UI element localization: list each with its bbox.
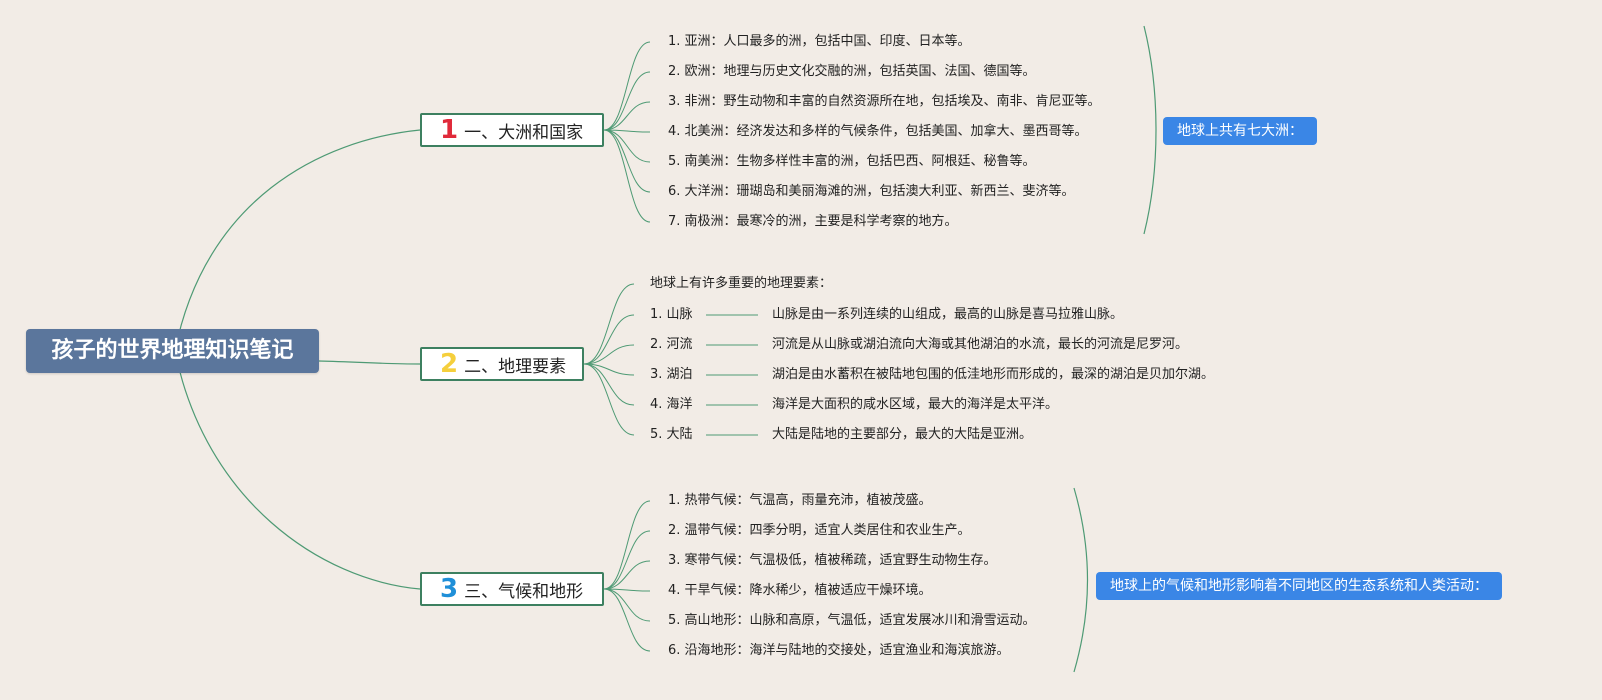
geo-element-name[interactable]: 1. 山脉 xyxy=(650,307,693,322)
geo-element-desc[interactable]: 海洋是大面积的咸水区域，最大的海洋是太平洋。 xyxy=(772,397,1059,412)
connector-line xyxy=(174,350,421,590)
connector-line xyxy=(603,530,651,590)
connector-line xyxy=(583,344,635,365)
continent-item[interactable]: 5. 南美洲：生物多样性丰富的洲，包括巴西、阿根廷、秘鲁等。 xyxy=(668,154,1036,169)
connector-line xyxy=(1143,25,1157,235)
geo-element-desc[interactable]: 湖泊是由水蓄积在被陆地包围的低洼地形而形成的，最深的湖泊是贝加尔湖。 xyxy=(772,367,1215,382)
connector-line xyxy=(583,363,635,406)
connector-line xyxy=(583,363,635,436)
continent-item[interactable]: 3. 非洲：野生动物和丰富的自然资源所在地，包括埃及、南非、肯尼亚等。 xyxy=(668,94,1101,109)
continent-item[interactable]: 7. 南极洲：最寒冷的洲，主要是科学考察的地方。 xyxy=(668,214,958,229)
continent-item[interactable]: 1. 亚洲：人口最多的洲，包括中国、印度、日本等。 xyxy=(668,34,971,49)
connector-line xyxy=(583,314,635,365)
branch-climate-terrain[interactable]: 3 三、气候和地形 xyxy=(420,572,604,606)
connector-line xyxy=(603,500,651,590)
connector-line xyxy=(603,101,651,131)
summary-climate[interactable]: 地球上的气候和地形影响着不同地区的生态系统和人类活动： xyxy=(1096,572,1502,600)
continent-item[interactable]: 6. 大洋洲：珊瑚岛和美丽海滩的洲，包括澳大利亚、新西兰、斐济等。 xyxy=(668,184,1075,199)
branch-label: 二、地理要素 xyxy=(464,356,567,377)
climate-item[interactable]: 1. 热带气候：气温高，雨量充沛，植被茂盛。 xyxy=(668,493,932,508)
climate-item[interactable]: 3. 寒带气候：气温极低，植被稀疏，适宜野生动物生存。 xyxy=(668,553,997,568)
geo-element-name[interactable]: 3. 湖泊 xyxy=(650,367,693,382)
branch-label: 三、气候和地形 xyxy=(464,581,584,602)
connector-line xyxy=(603,129,651,223)
geo-element-desc[interactable]: 河流是从山脉或湖泊流向大海或其他湖泊的水流，最长的河流是尼罗河。 xyxy=(772,337,1189,352)
connector-line xyxy=(603,588,651,652)
climate-item[interactable]: 2. 温带气候：四季分明，适宜人类居住和农业生产。 xyxy=(668,523,971,538)
connector-line xyxy=(318,360,421,365)
connector-line xyxy=(603,41,651,131)
continent-item[interactable]: 4. 北美洲：经济发达和多样的气候条件，包括美国、加拿大、墨西哥等。 xyxy=(668,124,1088,139)
connector-line xyxy=(603,588,651,622)
climate-item[interactable]: 6. 沿海地形：海洋与陆地的交接处，适宜渔业和海滨旅游。 xyxy=(668,643,1010,658)
connector-line xyxy=(603,129,651,163)
branch-geo-elements[interactable]: 2 二、地理要素 xyxy=(420,347,584,381)
number-3-icon: 3 xyxy=(440,574,459,604)
geo-element-desc[interactable]: 山脉是由一系列连续的山组成，最高的山脉是喜马拉雅山脉。 xyxy=(772,307,1124,322)
geo-element-name[interactable]: 4. 海洋 xyxy=(650,397,693,412)
connector-line xyxy=(603,588,651,592)
continent-item[interactable]: 2. 欧洲：地理与历史文化交融的洲，包括英国、法国、德国等。 xyxy=(668,64,1036,79)
geo-element-desc[interactable]: 大陆是陆地的主要部分，最大的大陆是亚洲。 xyxy=(772,427,1033,442)
branch-continents[interactable]: 1 一、大洲和国家 xyxy=(420,113,604,147)
summary-continents[interactable]: 地球上共有七大洲： xyxy=(1163,117,1317,145)
connector-line xyxy=(603,129,651,193)
number-2-icon: 2 xyxy=(440,349,459,379)
connector-line xyxy=(603,129,651,133)
geo-element-name[interactable]: 5. 大陆 xyxy=(650,427,693,442)
connector-line xyxy=(583,283,635,365)
root-node[interactable]: 孩子的世界地理知识笔记 xyxy=(26,329,319,373)
climate-item[interactable]: 4. 干旱气候：降水稀少，植被适应干燥环境。 xyxy=(668,583,932,598)
connector-line xyxy=(174,129,421,352)
connector-line xyxy=(603,560,651,590)
climate-item[interactable]: 5. 高山地形：山脉和高原，气温低，适宜发展冰川和滑雪运动。 xyxy=(668,613,1036,628)
connector-line xyxy=(603,71,651,131)
geo-intro[interactable]: 地球上有许多重要的地理要素： xyxy=(650,276,833,291)
number-1-icon: 1 xyxy=(440,115,459,145)
connector-line xyxy=(1073,487,1089,673)
geo-element-name[interactable]: 2. 河流 xyxy=(650,337,693,352)
branch-label: 一、大洲和国家 xyxy=(464,122,584,143)
